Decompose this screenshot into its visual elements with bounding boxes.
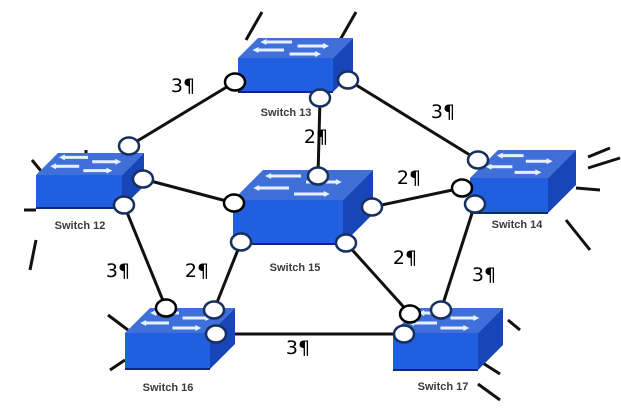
stub-link bbox=[28, 239, 38, 271]
switch-front-face bbox=[233, 200, 343, 244]
link-cost-label: 3¶ bbox=[106, 260, 130, 282]
link-s15-s16 bbox=[212, 241, 243, 311]
switch-label: Switch 12 bbox=[55, 220, 106, 232]
stub-link bbox=[107, 313, 129, 332]
link-cost-label: 3¶ bbox=[472, 264, 496, 286]
link-cost-label: 2¶ bbox=[185, 260, 209, 282]
link-s15-s17 bbox=[344, 241, 412, 316]
switch-front-face bbox=[125, 333, 210, 369]
link-s12-s15 bbox=[142, 177, 235, 205]
stub-link bbox=[477, 382, 501, 402]
switch-switch-15[interactable]: Switch 15 bbox=[233, 170, 373, 274]
port-s17[interactable] bbox=[398, 304, 422, 324]
switch-top-face bbox=[233, 170, 373, 200]
switches: Switch 13 Switch 12 Switch 14 Switch 15 Swit… bbox=[36, 38, 576, 394]
port-s13[interactable] bbox=[223, 72, 247, 92]
switch-arrows-icon bbox=[485, 152, 553, 176]
port-s17[interactable] bbox=[429, 300, 453, 320]
switch-switch-12[interactable]: Switch 12 bbox=[36, 153, 144, 232]
stub-link bbox=[587, 146, 611, 159]
switch-label: Switch 14 bbox=[492, 219, 544, 231]
port-s12[interactable] bbox=[131, 169, 155, 189]
switch-label: Switch 15 bbox=[270, 262, 321, 274]
switch-top-face bbox=[470, 150, 576, 178]
port-s16[interactable] bbox=[202, 300, 226, 320]
port-s15[interactable] bbox=[306, 166, 330, 186]
link-s15-s14 bbox=[371, 186, 463, 209]
switch-switch-13[interactable]: Switch 13 bbox=[238, 38, 353, 119]
switch-front-face bbox=[36, 175, 122, 208]
stub-link bbox=[244, 11, 264, 41]
port-s16[interactable] bbox=[204, 324, 228, 344]
link-s14-s17 bbox=[439, 203, 477, 311]
link-s13-s14 bbox=[347, 78, 479, 162]
link-cost-label: 3¶ bbox=[286, 337, 310, 359]
port-s15[interactable] bbox=[222, 193, 246, 213]
switch-side-face bbox=[548, 150, 576, 213]
ports bbox=[112, 70, 490, 344]
link-s13-s15 bbox=[316, 97, 322, 177]
stub-link bbox=[587, 156, 621, 170]
port-s14[interactable] bbox=[463, 194, 487, 214]
port-s15[interactable] bbox=[360, 197, 384, 217]
stub-link bbox=[575, 186, 601, 192]
link-s12-s13 bbox=[128, 80, 236, 148]
stub-links bbox=[24, 11, 621, 402]
link-cost-label: 2¶ bbox=[393, 247, 417, 269]
port-s15[interactable] bbox=[334, 233, 358, 253]
port-s15[interactable] bbox=[229, 232, 253, 252]
stub-link bbox=[507, 318, 521, 332]
port-s17[interactable] bbox=[392, 324, 416, 344]
switch-front-face bbox=[238, 58, 333, 92]
cost-labels: 3¶ 3¶ 2¶ 2¶ 3¶ 2¶ 2¶ 3¶ 3¶ bbox=[106, 75, 496, 359]
switch-arrows-icon bbox=[50, 154, 122, 174]
port-s13[interactable] bbox=[308, 88, 332, 108]
link-cost-label: 2¶ bbox=[304, 126, 328, 148]
links bbox=[122, 78, 479, 336]
switch-label: Switch 16 bbox=[143, 382, 194, 394]
port-s16[interactable] bbox=[154, 298, 178, 318]
stub-link bbox=[338, 11, 358, 41]
port-s12[interactable] bbox=[117, 136, 141, 156]
stub-link bbox=[109, 358, 126, 372]
switch-label: Switch 13 bbox=[261, 107, 312, 119]
switch-arrows-icon bbox=[252, 39, 330, 57]
link-cost-label: 3¶ bbox=[171, 75, 195, 97]
port-s13[interactable] bbox=[336, 70, 360, 90]
port-s14[interactable] bbox=[466, 150, 490, 170]
stub-link bbox=[564, 219, 592, 251]
switch-label: Switch 17 bbox=[418, 381, 469, 393]
port-s14[interactable] bbox=[450, 178, 474, 198]
switch-side-face bbox=[343, 170, 373, 244]
link-s12-s16 bbox=[122, 204, 168, 309]
link-cost-label: 2¶ bbox=[397, 167, 421, 189]
port-s12[interactable] bbox=[112, 195, 136, 215]
link-cost-label: 3¶ bbox=[431, 101, 455, 123]
switch-switch-16[interactable]: Switch 16 bbox=[125, 308, 235, 394]
switch-side-face bbox=[478, 308, 503, 370]
